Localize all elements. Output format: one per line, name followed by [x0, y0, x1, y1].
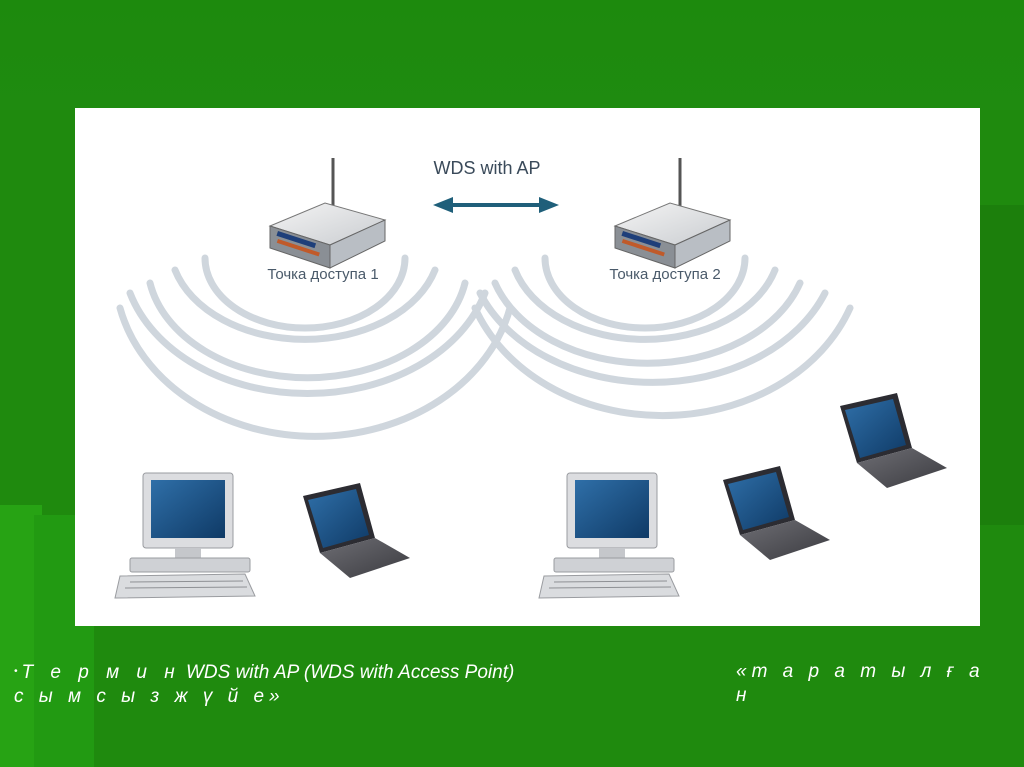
desktop-computer-icon — [114, 472, 256, 599]
access-point-1-icon — [268, 158, 387, 269]
caption-quoted-part2: с ы м с ы з ж ү й е» — [14, 686, 285, 707]
background-top — [0, 0, 1024, 110]
laptop-icon — [723, 466, 830, 560]
wds-diagram: WDS with AP Точка доступа 1 Точка досту — [114, 158, 947, 599]
bullet-icon: • — [14, 666, 18, 677]
diagram-title: WDS with AP — [433, 158, 540, 178]
diagram-panel: WDS with AP Точка доступа 1 Точка досту — [75, 108, 980, 626]
caption: •Т е р м и н WDS with AP (WDS with Acces… — [14, 660, 1004, 709]
signal-waves-right — [471, 254, 854, 420]
bidirectional-arrow-icon — [433, 197, 559, 213]
caption-quoted-part1: «т а р а т ы л ғ а н — [736, 661, 985, 706]
caption-term-name: WDS with AP (WDS with Access Point) — [185, 662, 515, 683]
desktop-computer-icon — [538, 472, 680, 599]
access-point-2-label: Точка доступа 2 — [609, 266, 720, 283]
caption-term-word: Т е р м и н — [21, 662, 181, 683]
laptop-icon — [303, 483, 410, 578]
signal-waves-left — [116, 254, 514, 440]
background-band-right — [980, 205, 1024, 525]
laptop-icon — [840, 393, 947, 488]
access-point-1-label: Точка доступа 1 — [267, 266, 378, 283]
access-point-2-icon — [613, 158, 732, 269]
